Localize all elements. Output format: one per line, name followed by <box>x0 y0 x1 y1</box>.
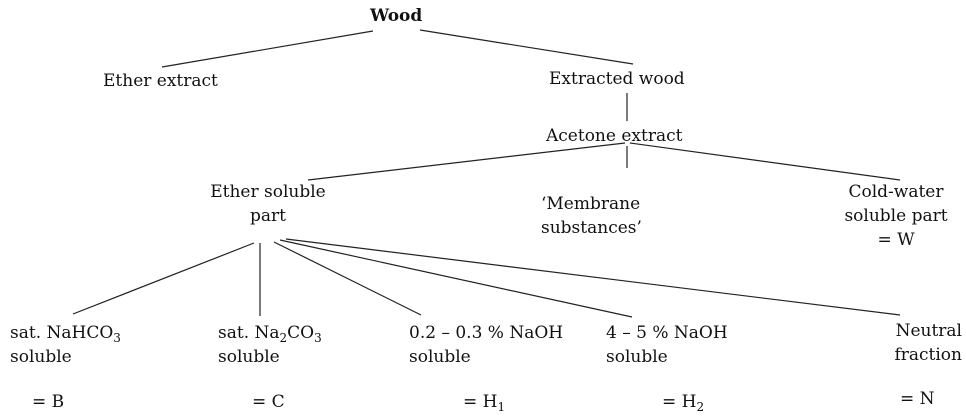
edge-acetone-cold-water <box>629 142 901 181</box>
leaf-n-line1: Neutral <box>895 321 962 341</box>
node-leaf-n: Neutral fraction <box>894 319 962 367</box>
node-ether-soluble-line2: part <box>250 206 286 226</box>
node-cold-water-line2: soluble part <box>844 206 948 226</box>
node-leaf-h1: 0.2 – 0.3 % NaOH soluble <box>409 321 563 369</box>
node-membrane-substances: ‘Membrane substances’ <box>541 192 642 240</box>
node-ether-soluble-line1: Ether soluble <box>210 182 326 202</box>
node-leaf-c: sat. Na2CO3 soluble <box>218 321 322 369</box>
leaf-h1-code: = H1 <box>463 392 506 414</box>
edge-part-h2 <box>279 239 633 318</box>
node-cold-water-line1: Cold-water <box>848 182 944 202</box>
leaf-c-reagent: sat. Na2CO3 <box>218 323 322 345</box>
node-leaf-b: sat. NaHCO3 soluble <box>10 321 121 369</box>
node-membrane-line2: substances’ <box>541 218 642 238</box>
leaf-h2-soluble: soluble <box>606 347 668 367</box>
leaf-h1-soluble: soluble <box>409 347 471 367</box>
leaf-b-soluble: soluble <box>10 347 72 367</box>
edge-part-h1 <box>273 241 422 316</box>
node-cold-water-soluble: Cold-water soluble part = W <box>833 180 959 252</box>
leaf-c-soluble: soluble <box>218 347 280 367</box>
node-ether-soluble-part: Ether soluble part <box>208 180 328 228</box>
leaf-b-code: = B <box>32 392 65 412</box>
node-acetone-extract: Acetone extract <box>546 126 683 146</box>
node-cold-water-code: = W <box>877 230 915 250</box>
node-ether-extract: Ether extract <box>103 71 218 91</box>
node-leaf-h2: 4 – 5 % NaOH soluble <box>606 321 728 369</box>
edge-acetone-ether-soluble <box>307 142 626 181</box>
leaf-h1-reagent: 0.2 – 0.3 % NaOH <box>409 323 564 343</box>
edge-wood-extracted-wood <box>419 29 634 65</box>
node-membrane-line1: ‘Membrane <box>541 194 641 214</box>
node-wood: Wood <box>370 6 423 26</box>
leaf-c-code: = C <box>252 392 285 412</box>
node-extracted-wood: Extracted wood <box>549 69 685 89</box>
edge-part-b <box>72 242 255 315</box>
leaf-h2-reagent: 4 – 5 % NaOH <box>606 323 728 343</box>
leaf-n-code: = N <box>900 389 935 409</box>
leaf-b-reagent: sat. NaHCO3 <box>10 323 121 345</box>
edge-wood-ether-extract <box>161 30 374 68</box>
leaf-h2-code: = H2 <box>662 392 705 414</box>
edge-part-n <box>285 238 901 316</box>
leaf-n-line2: fraction <box>894 345 962 365</box>
